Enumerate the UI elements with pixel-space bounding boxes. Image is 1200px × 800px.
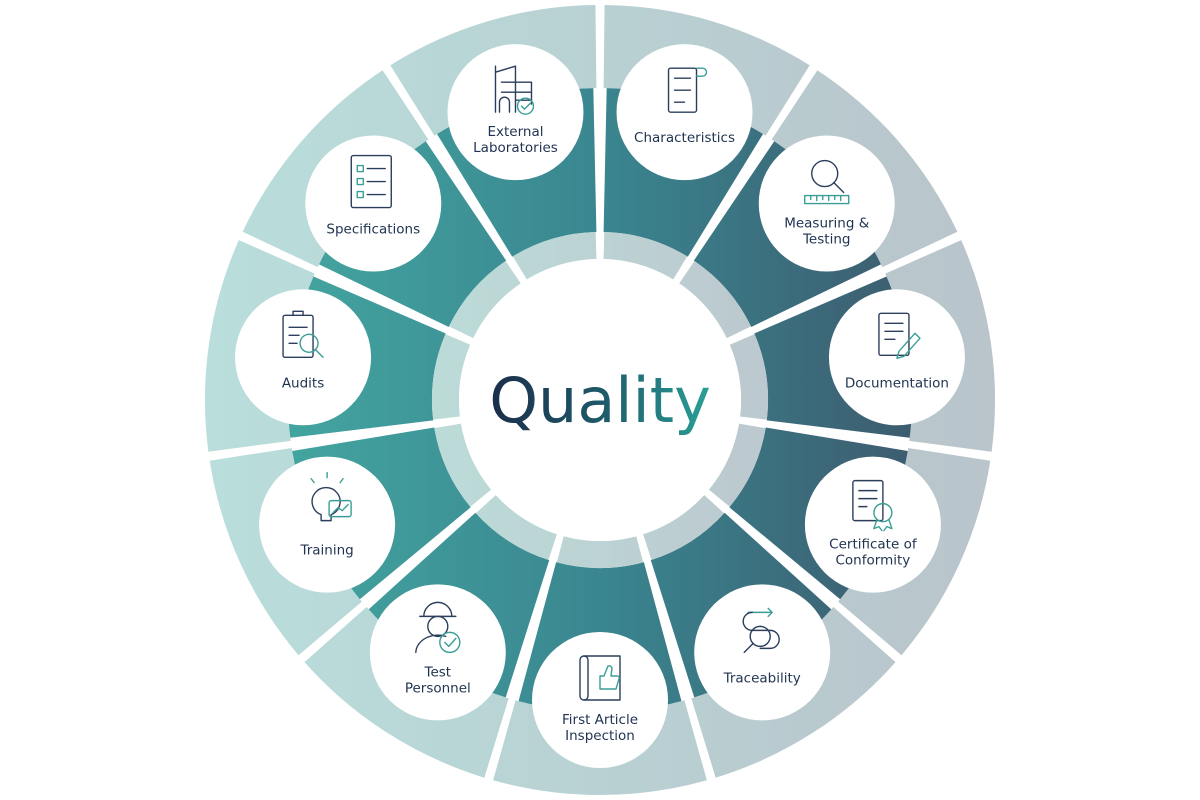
node-label: Inspection xyxy=(565,728,635,744)
node-circle xyxy=(804,456,941,593)
node-label: Testing xyxy=(802,232,850,248)
node-label: Traceability xyxy=(723,670,801,686)
node-circle xyxy=(259,456,396,593)
node-circle xyxy=(694,584,831,721)
node-label: Test xyxy=(424,664,452,680)
node-label: Training xyxy=(299,543,353,559)
node-characteristics: Characteristics xyxy=(616,44,753,181)
magnifier-ruler-icon xyxy=(804,159,850,205)
node-label: Conformity xyxy=(836,553,911,569)
node-label: Measuring & xyxy=(784,216,870,232)
lightbulb-chart-icon xyxy=(310,471,352,522)
blueprint-thumbs-up-icon xyxy=(579,655,621,701)
node-circle xyxy=(305,135,442,272)
node-label: Characteristics xyxy=(634,130,735,146)
node-label: First Article xyxy=(562,712,638,728)
inner-ring-segment xyxy=(708,423,766,507)
center-title: Quality xyxy=(489,364,711,437)
clipboard-search-icon xyxy=(282,310,324,359)
node-training: Training xyxy=(259,456,396,593)
inner-ring-segment xyxy=(449,261,521,339)
worker-check-icon xyxy=(415,601,461,654)
node-traceability: Traceability xyxy=(694,584,831,721)
node-label: Certificate of xyxy=(829,537,918,553)
node-label: Audits xyxy=(282,375,324,391)
center-circle xyxy=(459,259,741,541)
node-documentation: Documentation xyxy=(828,289,965,426)
inner-ring-segment xyxy=(729,334,769,420)
inner-ring-segment xyxy=(603,232,688,280)
trace-path-icon xyxy=(742,607,780,654)
node-label: Laboratories xyxy=(473,140,558,156)
document-icon xyxy=(667,67,708,113)
certificate-icon xyxy=(852,479,893,532)
node-label: Documentation xyxy=(845,375,949,391)
inner-ring-segment xyxy=(512,232,597,280)
inner-ring-segment xyxy=(434,423,492,507)
inner-ring-segment xyxy=(643,495,725,560)
node-specifications: Specifications xyxy=(305,135,442,272)
node-label: Personnel xyxy=(405,680,471,696)
inner-ring-segment xyxy=(431,334,471,420)
buildings-check-icon xyxy=(494,65,535,115)
node-circle xyxy=(369,584,506,721)
node-label: Specifications xyxy=(326,222,420,238)
inner-ring-segment xyxy=(679,261,751,339)
inner-ring-segment xyxy=(475,495,557,560)
document-pen-icon xyxy=(878,312,921,360)
checklist-icon xyxy=(350,154,392,209)
node-audits: Audits xyxy=(235,289,372,426)
inner-ring-segment xyxy=(556,536,644,568)
node-label: External xyxy=(487,124,543,140)
node-measuring-testing: Measuring &Testing xyxy=(758,135,895,272)
